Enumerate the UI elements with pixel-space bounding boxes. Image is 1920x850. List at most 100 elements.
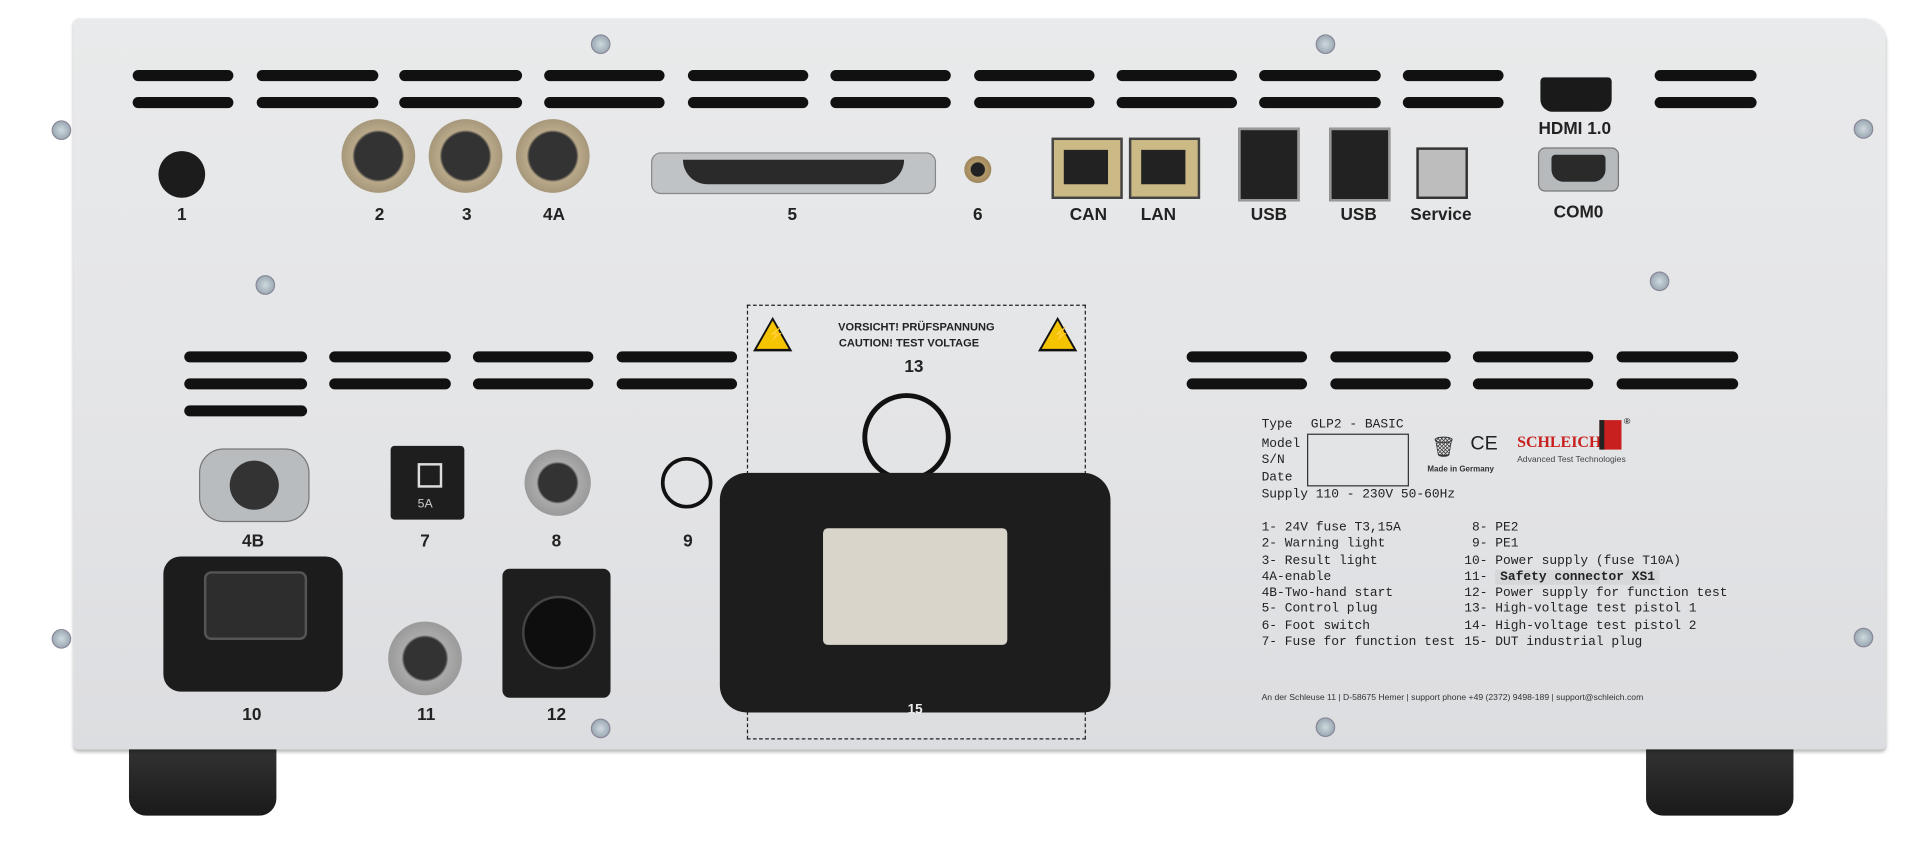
legend-text: PE1 bbox=[1495, 537, 1519, 552]
vent-slot bbox=[184, 405, 308, 417]
vent-slot bbox=[544, 97, 665, 109]
brand-logo: SCHLEICH bbox=[1517, 432, 1602, 451]
vent-slot bbox=[1654, 97, 1757, 109]
usb-port-2[interactable] bbox=[1329, 127, 1391, 202]
label-10: 10 bbox=[242, 703, 262, 724]
footer-address: An der Schleuse 11 | D-58675 Hemer | sup… bbox=[1261, 694, 1644, 703]
label-com0: COM0 bbox=[1553, 201, 1604, 222]
usb-port-1[interactable] bbox=[1238, 127, 1300, 202]
legend-number: 15- bbox=[1464, 635, 1496, 650]
vent-slot bbox=[616, 351, 738, 363]
screw-icon bbox=[590, 34, 611, 55]
power-connector-12[interactable] bbox=[502, 568, 611, 698]
vent-slot bbox=[1402, 70, 1504, 82]
made-in-germany: Made in Germany bbox=[1427, 465, 1494, 475]
vent-slot bbox=[830, 97, 951, 109]
legend-text: Power supply (fuse T10A) bbox=[1495, 553, 1682, 569]
label-hdmi: HDMI 1.0 bbox=[1538, 117, 1612, 138]
fuse-holder-1[interactable] bbox=[158, 151, 206, 198]
label-service: Service bbox=[1410, 203, 1472, 224]
supply-text: Supply 110 - 230V 50-60Hz bbox=[1261, 487, 1456, 503]
legend-item: 9- PE1 bbox=[1464, 537, 1727, 553]
connector-5-dsub[interactable] bbox=[651, 152, 937, 195]
vent-slot bbox=[1330, 351, 1451, 363]
dut-industrial-plug-15[interactable] bbox=[719, 472, 1111, 713]
vent-slot bbox=[1472, 378, 1594, 390]
legend-number: 13- bbox=[1464, 602, 1496, 618]
vent-slot bbox=[1186, 351, 1308, 363]
vent-slot bbox=[830, 70, 951, 82]
label-lan: LAN bbox=[1140, 203, 1177, 224]
vent-slot bbox=[399, 70, 523, 82]
vent-slot bbox=[132, 97, 234, 109]
vent-slot bbox=[256, 97, 379, 109]
can-port[interactable] bbox=[1051, 137, 1123, 200]
vent-slot bbox=[1186, 378, 1308, 390]
legend-number: 8- bbox=[1464, 520, 1496, 536]
sn-label: S/N bbox=[1261, 453, 1285, 469]
type-label: Type bbox=[1261, 417, 1293, 433]
vent-slot bbox=[544, 70, 665, 82]
legend-text: High-voltage test pistol 1 bbox=[1495, 602, 1697, 618]
connector-2[interactable] bbox=[341, 119, 416, 193]
legend-item: 11- Safety connector XS1 bbox=[1464, 569, 1727, 586]
label-2: 2 bbox=[374, 203, 385, 224]
connector-4a[interactable] bbox=[515, 119, 590, 193]
fuse-rating: 5A bbox=[417, 497, 433, 512]
service-usb-port[interactable] bbox=[1416, 147, 1468, 200]
connector-4b[interactable] bbox=[199, 448, 310, 523]
screw-icon bbox=[1853, 627, 1874, 648]
label-6: 6 bbox=[973, 203, 983, 224]
vent-slot bbox=[184, 378, 308, 390]
screw-icon bbox=[255, 275, 276, 295]
fuse-7[interactable]: 5A bbox=[390, 445, 465, 520]
vent-slot bbox=[1116, 97, 1237, 109]
hv-pistol-socket-13[interactable] bbox=[862, 393, 951, 482]
hdmi-port[interactable] bbox=[1540, 77, 1612, 112]
label-1: 1 bbox=[177, 203, 187, 224]
label-11: 11 bbox=[417, 703, 436, 724]
connector-11[interactable] bbox=[388, 621, 462, 696]
serial-box bbox=[1307, 433, 1409, 487]
legend-item: 12- Power supply for function test bbox=[1464, 586, 1727, 602]
label-13: 13 bbox=[904, 356, 924, 376]
legend-item: 2- Warning light bbox=[1261, 537, 1386, 552]
vent-slot bbox=[472, 378, 594, 390]
label-12: 12 bbox=[546, 703, 567, 724]
high-voltage-warning-icon: ⚡ bbox=[753, 316, 793, 352]
legend-text: DUT industrial plug bbox=[1495, 635, 1643, 650]
connector-3[interactable] bbox=[428, 119, 503, 193]
legend-item: 7- Fuse for function test bbox=[1261, 635, 1456, 650]
caution-line-1: VORSICHT! PRÜFSPANNUNG bbox=[838, 320, 995, 333]
vent-slot bbox=[974, 97, 1095, 109]
power-inlet-10[interactable] bbox=[163, 556, 343, 692]
vent-slot bbox=[616, 378, 738, 390]
legend-text: Power supply for function test bbox=[1495, 586, 1728, 601]
legend-item: 15- DUT industrial plug bbox=[1464, 635, 1727, 651]
jack-6[interactable] bbox=[964, 156, 992, 184]
high-voltage-warning-icon: ⚡ bbox=[1037, 316, 1078, 352]
label-usb-2: USB bbox=[1340, 203, 1377, 224]
screw-icon bbox=[590, 718, 611, 739]
registered-mark: ® bbox=[1623, 417, 1631, 427]
screw-icon bbox=[1649, 271, 1670, 292]
legend-number: 11- bbox=[1464, 569, 1496, 585]
pe1-terminal-9[interactable] bbox=[660, 456, 713, 509]
ce-mark: CE bbox=[1470, 433, 1498, 455]
caution-line-2: CAUTION! TEST VOLTAGE bbox=[838, 336, 980, 349]
vent-slot bbox=[329, 351, 451, 363]
legend-text: PE2 bbox=[1495, 520, 1519, 536]
legend-text: High-voltage test pistol 2 bbox=[1495, 618, 1697, 634]
vent-slot bbox=[132, 70, 234, 82]
com0-port[interactable] bbox=[1537, 147, 1620, 192]
connector-8[interactable] bbox=[524, 449, 591, 516]
lan-port[interactable] bbox=[1128, 137, 1201, 200]
brand-subtitle: Advanced Test Technologies bbox=[1517, 455, 1626, 465]
vent-slot bbox=[1259, 70, 1381, 82]
vent-slot bbox=[1330, 378, 1451, 390]
legend-number: 12- bbox=[1464, 586, 1496, 601]
left-foot bbox=[128, 746, 277, 816]
legend-item: 8- PE2 bbox=[1464, 521, 1727, 537]
